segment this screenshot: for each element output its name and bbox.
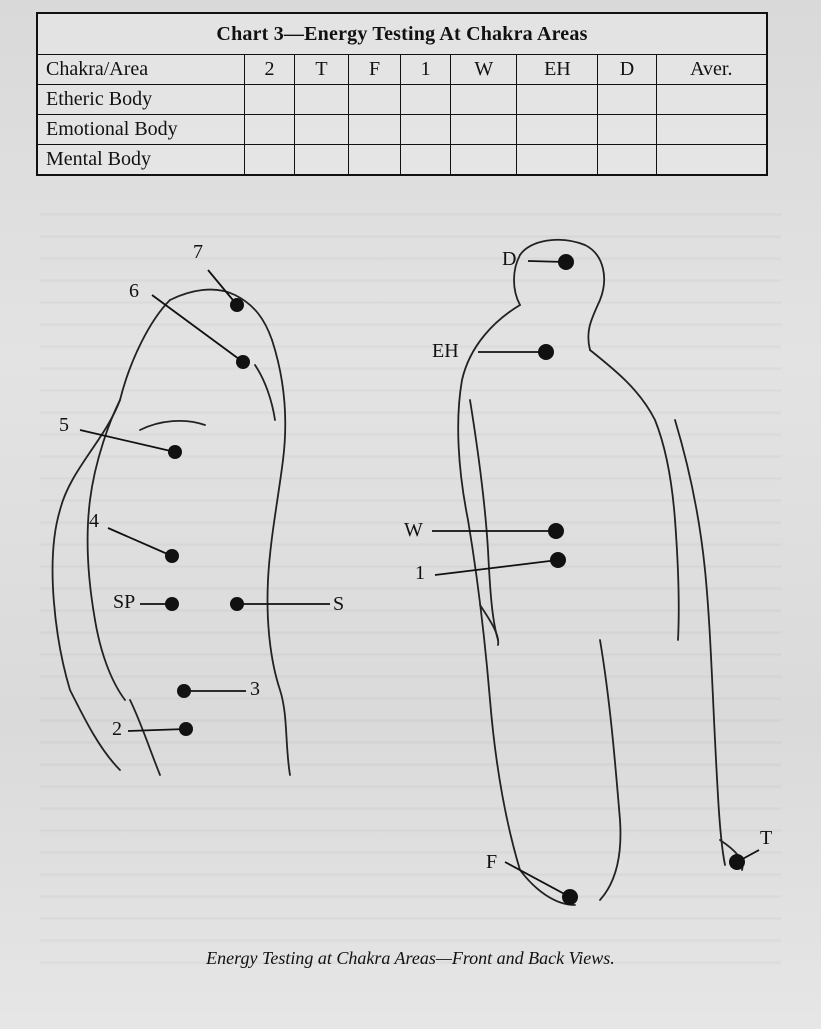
point-dot-sp: [165, 597, 179, 611]
label-t: T: [760, 827, 772, 850]
back-right-side: [590, 350, 679, 640]
header-2: 2: [245, 55, 295, 85]
front-neck-outline: [170, 290, 272, 340]
table-cell: [451, 145, 517, 176]
front-body-outline: [53, 300, 170, 770]
pointer-line-f: [505, 862, 570, 897]
table-row: Mental Body: [37, 145, 767, 176]
point-dot-d: [558, 254, 574, 270]
front-hand: [95, 620, 125, 700]
table-cell: [656, 115, 767, 145]
label-f: F: [486, 851, 497, 874]
label-d: D: [502, 248, 516, 271]
label-3: 3: [250, 678, 260, 701]
pointer-line-6: [152, 295, 243, 362]
back-left-arm: [470, 400, 498, 640]
energy-testing-table: Chart 3—Energy Testing At Chakra Areas C…: [36, 12, 768, 176]
header-chakra-area: Chakra/Area: [37, 55, 245, 85]
table-cell: [517, 115, 598, 145]
point-dot-3: [177, 684, 191, 698]
point-dot-2: [179, 722, 193, 736]
table-cell: [294, 115, 348, 145]
header-d: D: [598, 55, 656, 85]
point-dot-6: [236, 355, 250, 369]
point-dot-7: [230, 298, 244, 312]
header-1: 1: [401, 55, 451, 85]
point-dot-t: [729, 854, 745, 870]
header-eh: EH: [517, 55, 598, 85]
label-eh: EH: [432, 340, 459, 363]
front-right-side-outline: [268, 340, 291, 775]
back-left-side: [468, 520, 520, 870]
table-cell: [517, 85, 598, 115]
point-dot-4: [165, 549, 179, 563]
back-leg-line: [600, 640, 620, 900]
table-cell: [349, 85, 401, 115]
point-dot-5: [168, 445, 182, 459]
table-cell: [294, 85, 348, 115]
header-aver: Aver.: [656, 55, 767, 85]
table-cell: [656, 85, 767, 115]
table-row: Emotional Body: [37, 115, 767, 145]
point-dot-s: [230, 597, 244, 611]
table-cell: [401, 85, 451, 115]
label-7: 7: [193, 241, 203, 264]
pointer-line-5: [80, 430, 175, 452]
header-w: W: [451, 55, 517, 85]
table-cell: [349, 115, 401, 145]
label-s: S: [333, 593, 344, 616]
label-1: 1: [415, 562, 425, 585]
chakra-figure-illustration: [0, 220, 821, 940]
table-cell: [401, 145, 451, 176]
table-header-row: Chakra/Area 2 T F 1 W EH D Aver.: [37, 55, 767, 85]
label-5: 5: [59, 414, 69, 437]
front-hip: [130, 700, 160, 775]
table-cell: [294, 145, 348, 176]
pointer-line-1: [435, 560, 558, 575]
table-cell: [451, 115, 517, 145]
point-dot-w: [548, 523, 564, 539]
pointer-line-2: [128, 729, 186, 731]
pointer-line-4: [108, 528, 172, 556]
point-dot-eh: [538, 344, 554, 360]
back-right-arm: [675, 420, 725, 865]
row-label-mental: Mental Body: [37, 145, 245, 176]
label-sp: SP: [113, 591, 135, 614]
header-t: T: [294, 55, 348, 85]
header-f: F: [349, 55, 401, 85]
table-cell: [401, 115, 451, 145]
table-row: Etheric Body: [37, 85, 767, 115]
table-cell: [598, 115, 656, 145]
point-dot-f: [562, 889, 578, 905]
figure-caption: Energy Testing at Chakra Areas—Front and…: [0, 948, 821, 969]
table-title: Chart 3—Energy Testing At Chakra Areas: [37, 13, 767, 55]
back-shoulder-left: [458, 305, 520, 520]
row-label-etheric: Etheric Body: [37, 85, 245, 115]
table-cell: [517, 145, 598, 176]
row-label-emotional: Emotional Body: [37, 115, 245, 145]
table-cell: [656, 145, 767, 176]
table-cell: [349, 145, 401, 176]
table-cell: [245, 115, 295, 145]
table-cell: [245, 145, 295, 176]
table-title-row: Chart 3—Energy Testing At Chakra Areas: [37, 13, 767, 55]
table-cell: [598, 85, 656, 115]
point-dot-1: [550, 552, 566, 568]
front-shoulder-contour: [255, 365, 275, 420]
table-cell: [245, 85, 295, 115]
table-cell: [451, 85, 517, 115]
label-6: 6: [129, 280, 139, 303]
label-2: 2: [112, 718, 122, 741]
front-chest-contour: [140, 421, 205, 430]
label-4: 4: [89, 510, 99, 533]
label-w: W: [404, 519, 423, 542]
table-cell: [598, 145, 656, 176]
